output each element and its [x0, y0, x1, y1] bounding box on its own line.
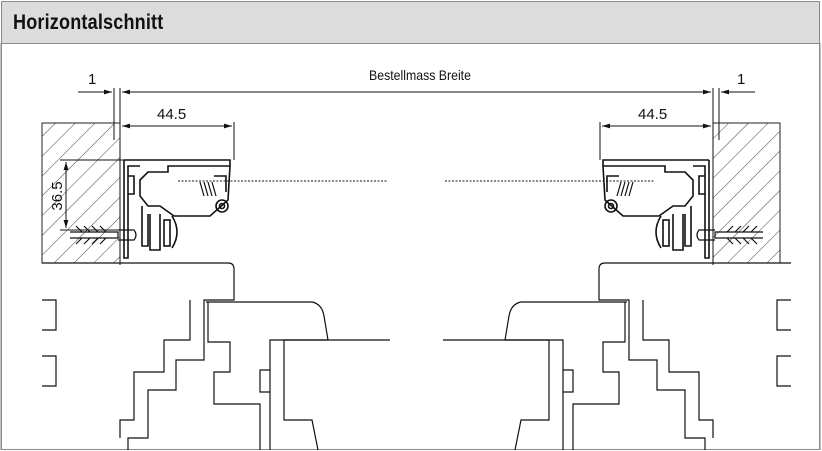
dimension-order-width — [119, 88, 714, 265]
profile-right — [602, 159, 763, 259]
title-bar: Horizontalschnitt — [2, 2, 819, 44]
profile-width-right-label: 44.5 — [638, 106, 667, 123]
profile-width-left-label: 44.5 — [157, 106, 186, 123]
profile-depth-label: 36.5 — [49, 181, 66, 210]
order-width-label: Bestellmass Breite — [369, 67, 471, 83]
wall-right — [712, 122, 781, 264]
drawing-title: Horizontalschnitt — [13, 11, 164, 34]
anchor-plug-left — [70, 225, 137, 245]
dimension-gap-right — [718, 88, 755, 140]
dimension-gap-left — [78, 88, 115, 140]
window-frame-right — [443, 262, 791, 451]
dimension-profile-depth — [60, 159, 126, 231]
dimension-profile-width-right — [599, 122, 711, 160]
window-frame-left — [42, 262, 390, 451]
gap-left-label: 1 — [88, 71, 96, 88]
profile-left — [123, 159, 231, 259]
dimension-profile-width-left — [122, 122, 235, 160]
gap-right-label: 1 — [737, 71, 745, 88]
